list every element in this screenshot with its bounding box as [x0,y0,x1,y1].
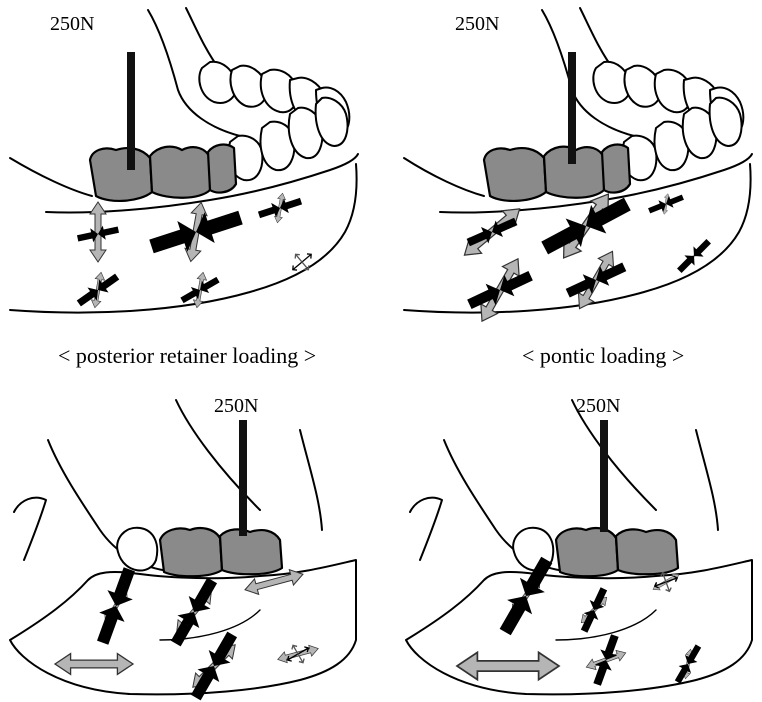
load-rod [127,52,135,170]
mandible-body [406,560,752,694]
condyle-line [14,498,46,560]
load-rod [568,52,576,164]
bridge-crowns [484,145,630,201]
lip-line [186,8,220,70]
ramus-line [444,440,574,572]
bridge-crowns [556,528,678,576]
load-rod [239,420,247,536]
lip-line [580,8,614,70]
anterior-tooth [117,528,157,571]
caption-pontic-loading: < pontic loading > [522,343,684,368]
ramus-line [48,440,178,572]
caption-posterior-retainer-loading: < posterior retainer loading > [58,343,316,368]
load-rod [600,420,608,532]
panel-bottom-right: 250N [406,395,752,694]
lip-line [696,430,718,530]
stress-arrows [74,193,317,311]
force-label: 250N [455,13,499,35]
force-label: 250N [576,395,620,417]
bridge-crowns [90,145,236,201]
lip-line [300,430,322,530]
force-label: 250N [50,13,94,35]
mandible-upper-border [10,158,92,196]
panel-bottom-left: 250N [10,395,356,702]
mandible-upper-border [404,158,484,196]
bridge-crowns [160,528,282,576]
panel-top-right: 250N [404,8,752,326]
force-label: 250N [214,395,258,417]
stress-arrows [458,188,714,326]
panel-top-left: 250N [10,8,358,313]
condyle-line [410,498,442,560]
